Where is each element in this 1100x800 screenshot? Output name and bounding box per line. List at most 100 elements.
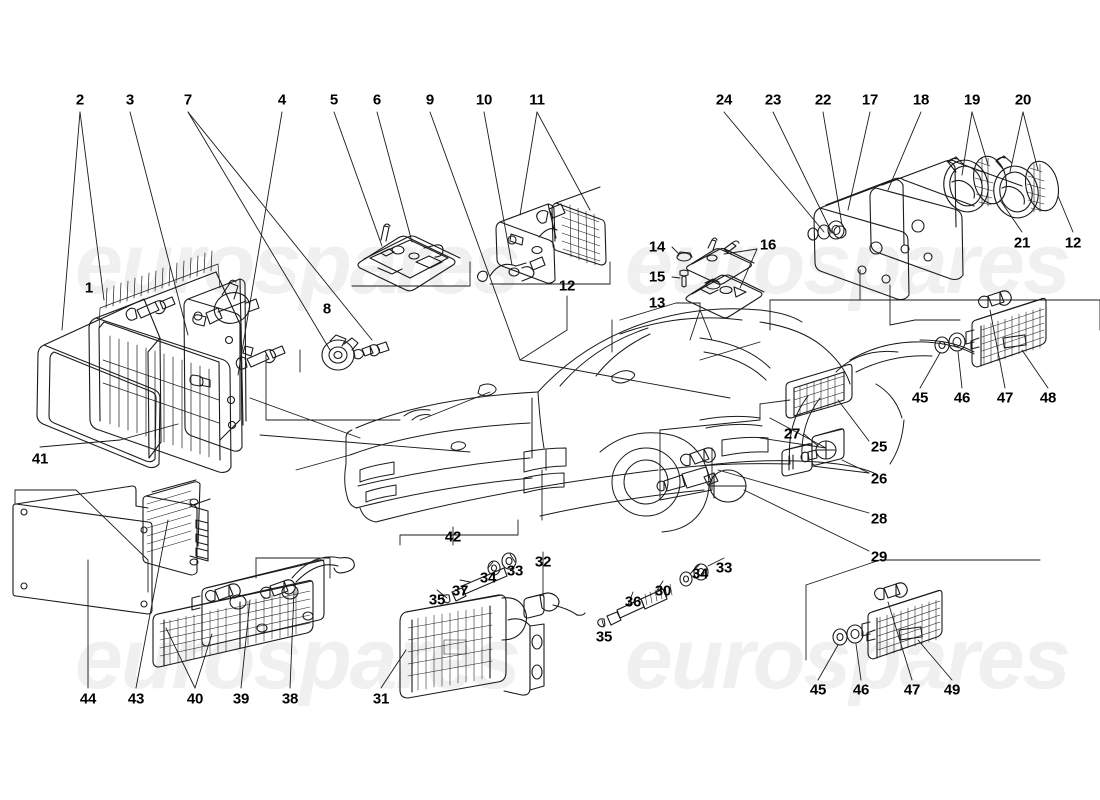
callout-27: 27 — [783, 425, 801, 443]
side-marker-47-48-grid — [981, 307, 1045, 366]
callout-30: 30 — [654, 582, 672, 600]
leader-lines-car — [249, 341, 827, 471]
bulb-47 — [977, 290, 1012, 309]
lamp-25 — [785, 363, 853, 419]
callout-35_a: 35 — [428, 591, 446, 609]
callout-9: 9 — [425, 91, 435, 109]
bracket-center-group — [351, 261, 611, 361]
callout-17: 17 — [861, 91, 879, 109]
dome-lamp-16-lower — [685, 274, 765, 319]
callout-11: 11 — [529, 91, 545, 109]
bulb-47-bottom — [873, 582, 908, 601]
callout-40: 40 — [186, 690, 204, 708]
callout-47_r: 47 — [996, 389, 1014, 407]
callout-34_b: 34 — [691, 565, 709, 583]
callout-25: 25 — [870, 438, 888, 456]
callout-7: 7 — [183, 91, 193, 109]
callout-46_r: 46 — [953, 389, 971, 407]
leader-lines-45-49-bottom — [805, 559, 1041, 681]
callout-8: 8 — [322, 300, 332, 318]
leader-lines-top-left — [61, 111, 591, 376]
callout-19: 19 — [963, 91, 981, 109]
callout-13: 13 — [648, 294, 666, 312]
callout-35_b: 35 — [595, 628, 613, 646]
washer-45-46-right — [934, 332, 966, 354]
callout-46_b: 46 — [852, 681, 870, 699]
bulb-28 — [679, 447, 716, 467]
leader-lines-25-29 — [717, 399, 870, 552]
callout-18: 18 — [912, 91, 930, 109]
side-marker-47-48 — [965, 297, 1047, 368]
bracket-25-group — [659, 403, 761, 501]
callout-34_a: 34 — [479, 569, 497, 587]
callout-28: 28 — [870, 510, 888, 528]
washer-45-46-bottom — [832, 624, 864, 646]
dome-lamp-16-upper — [685, 237, 755, 285]
bracket-fog-group — [14, 489, 331, 593]
fog-lamp-31 — [399, 594, 545, 699]
callout-15: 15 — [648, 268, 666, 286]
leader-lines-38-44 — [87, 519, 295, 689]
bulb-3 — [125, 296, 176, 321]
rear-fog-lamp-housing-39 — [191, 559, 325, 647]
callout-4: 4 — [277, 91, 287, 109]
interior-lamp-5-6 — [357, 223, 461, 292]
callout-45_r: 45 — [911, 389, 929, 407]
callout-16: 16 — [759, 236, 777, 254]
callout-21: 21 — [1013, 234, 1031, 252]
bracket-misc — [14, 299, 1100, 505]
control-unit-43-fins — [146, 490, 192, 553]
fixing-30-threads — [644, 583, 673, 606]
watermark-1: eurospares — [625, 216, 1071, 312]
callout-49: 49 — [943, 681, 961, 699]
lamp-assembly-11-12 — [495, 186, 607, 284]
callout-22: 22 — [814, 91, 832, 109]
rear-lamp-fixings-22-23-24 — [807, 220, 845, 241]
callout-42: 42 — [444, 528, 462, 546]
callout-2: 2 — [75, 91, 85, 109]
fog-lamp-31-grid — [407, 606, 493, 691]
switch-32 — [523, 592, 586, 619]
callout-3: 3 — [125, 91, 135, 109]
bulb-29 — [656, 466, 747, 503]
callout-41: 41 — [31, 450, 49, 468]
bulb-2 — [192, 279, 260, 327]
rear-lamp-20-grid — [1026, 163, 1046, 213]
callout-6: 6 — [372, 91, 382, 109]
screw-15 — [679, 269, 689, 288]
bulb-38 — [204, 556, 355, 602]
rear-lamp-19-grid — [974, 157, 994, 207]
callout-14: 14 — [648, 238, 666, 256]
leader-lines-fog-fixings — [380, 469, 725, 689]
callout-20: 20 — [1014, 91, 1032, 109]
callout-47_b: 47 — [903, 681, 921, 699]
callout-32: 32 — [534, 553, 552, 571]
callout-37: 37 — [451, 582, 469, 600]
screw-14 — [676, 251, 693, 262]
callout-33_b: 33 — [715, 559, 733, 577]
callout-38: 38 — [281, 690, 299, 708]
callout-29: 29 — [870, 548, 888, 566]
watermark-3: eurospares — [625, 611, 1071, 707]
callout-12_right: 12 — [1064, 234, 1082, 252]
lamp-25-grid — [793, 374, 845, 417]
leader-lines-top-right — [723, 111, 1074, 234]
callout-10: 10 — [475, 91, 493, 109]
bulb-27 — [800, 449, 818, 463]
leader-lines-dome — [619, 246, 758, 341]
callout-48: 48 — [1039, 389, 1057, 407]
callout-5: 5 — [329, 91, 339, 109]
lamp-11-12-grid — [561, 204, 601, 266]
callout-36: 36 — [624, 593, 642, 611]
control-unit-43 — [142, 479, 211, 576]
headlamp-adjuster-screw — [189, 374, 211, 388]
connector-26-b — [811, 428, 845, 466]
callout-33_a: 33 — [506, 562, 524, 580]
bracket-headlamp-group — [39, 423, 179, 448]
leader-lines-45-48 — [889, 309, 1049, 389]
side-marker-49 — [861, 589, 943, 660]
callout-31: 31 — [372, 690, 390, 708]
car-body-outline — [344, 308, 975, 533]
